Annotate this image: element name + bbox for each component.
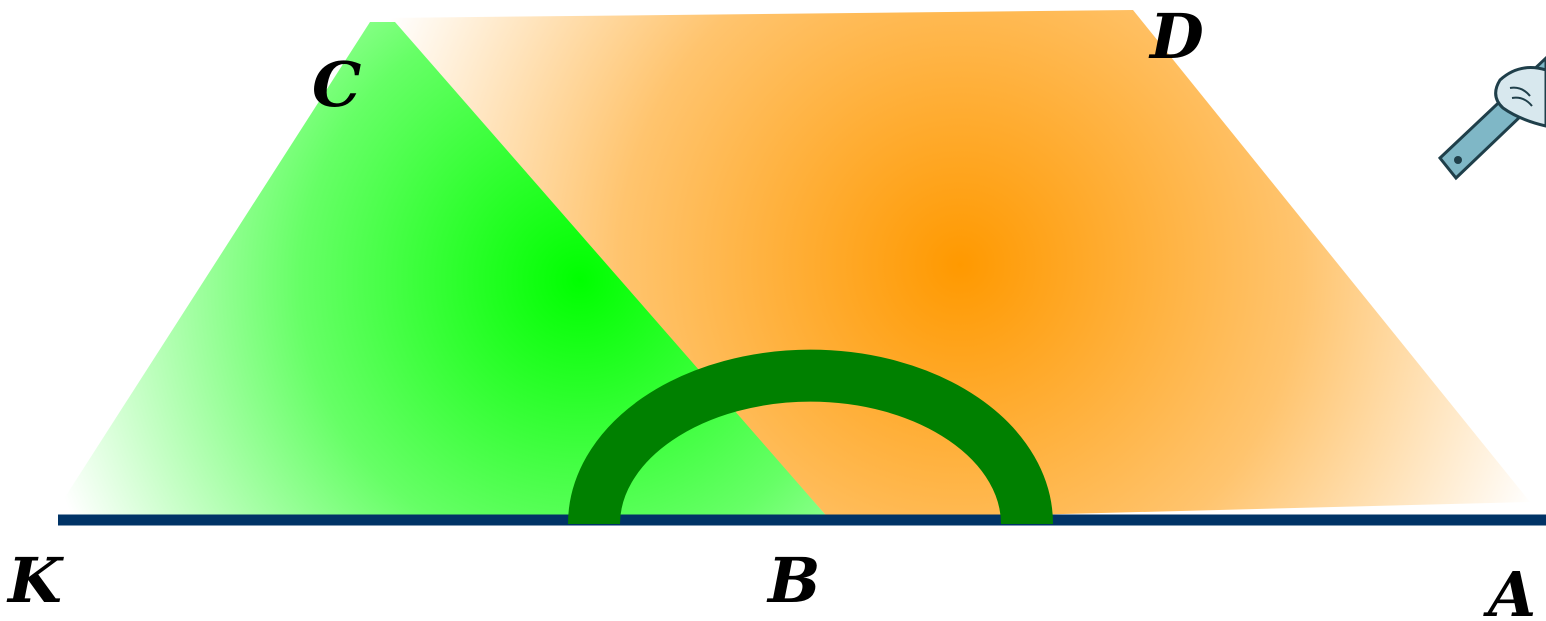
angle-arc-b [568,349,1053,525]
triangle-kcb [60,22,830,520]
label-point-d: D [1148,0,1204,73]
label-point-c: C [312,48,361,121]
label-point-b: B [766,544,820,617]
label-point-k: K [6,544,64,617]
hand-holding-ruler-icon [1437,55,1546,181]
label-point-a: A [1483,558,1536,621]
parallelogram-cdab [385,10,1530,520]
